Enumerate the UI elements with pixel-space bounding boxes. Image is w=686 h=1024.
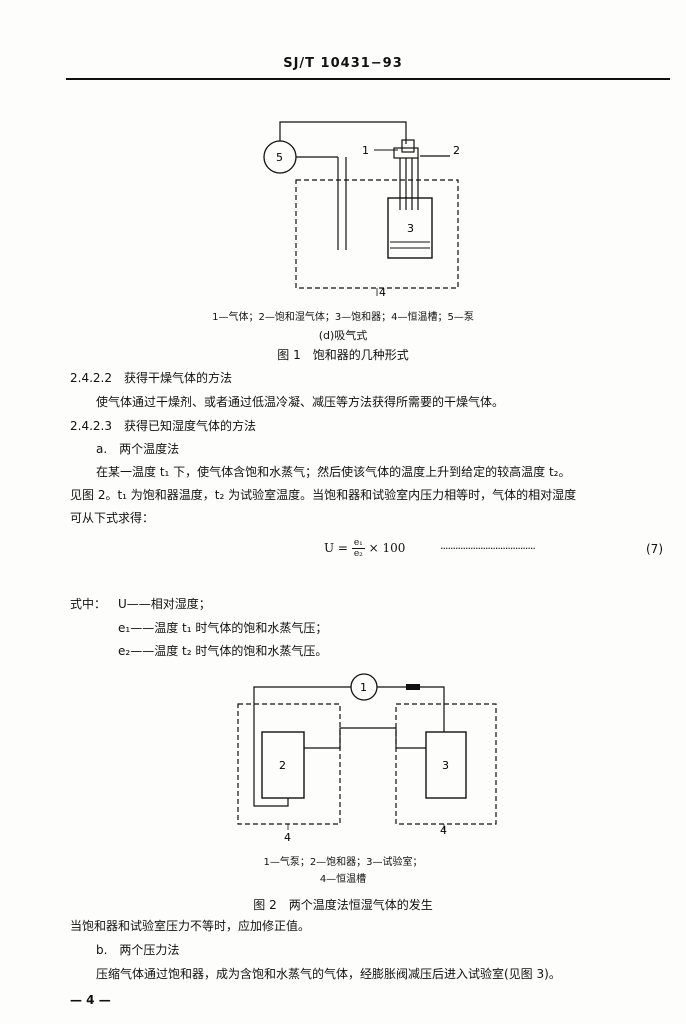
figure-1-caption: 图 1 饱和器的几种形式 [277, 348, 409, 362]
fig2-label-4-right: 4 [440, 824, 447, 837]
page-number: — 4 — [70, 993, 111, 1007]
fig2-thermostat-left [237, 703, 341, 825]
formula-denominator: e₂ [353, 549, 363, 559]
fig2-label-4-left: 4 [284, 831, 291, 844]
fig2-test-chamber [425, 731, 467, 799]
fig2-label-1: 1 [360, 681, 367, 694]
section-2-4-2-2-body: 使气体通过干燥剂、或者通过低温冷凝、减压等方法获得所需要的干燥气体。 [96, 395, 505, 409]
figure-1-legend: 1—气体；2—饱和湿气体；3—饱和器；4—恒温槽；5—泵 [212, 312, 474, 323]
formula-fraction: e₁ e₂ [351, 538, 365, 559]
section-2-4-2-2-heading: 2.4.2.2 获得干燥气体的方法 [70, 371, 232, 385]
where-intro: 式中： [70, 597, 107, 611]
fig2-label-2: 2 [279, 759, 286, 772]
paragraph-line-2: 见图 2。t₁ 为饱和器温度，t₂ 为试验室温度。当饱和器和试验室内压力相等时，… [70, 488, 577, 502]
figure-1-subcaption: (d)吸气式 [318, 329, 368, 342]
correction-note: 当饱和器和试验室压力不等时，应加修正值。 [70, 919, 311, 933]
formula-number: (7) [646, 542, 663, 556]
figure-2-diagram: 1 2 3 4 4 [237, 673, 497, 844]
fig1-label-4: 4 [379, 286, 386, 299]
formula-numerator: e₁ [351, 538, 365, 549]
fig1-label-5: 5 [276, 151, 283, 164]
fig1-label-1: 1 [362, 144, 369, 157]
fig2-saturator [261, 731, 305, 799]
fig1-label-3: 3 [407, 222, 414, 235]
section-2-4-2-3-heading: 2.4.2.3 获得已知湿度气体的方法 [70, 419, 256, 433]
where-def-e2: e₂——温度 t₂ 时气体的饱和水蒸气压。 [118, 644, 328, 658]
figure-2-caption: 图 2 两个温度法恒湿气体的发生 [253, 898, 433, 912]
item-b-heading: b. 两个压力法 [96, 943, 180, 957]
fig2-thermostat-right [395, 703, 497, 825]
formula-7: U = e₁ e₂ × 100 [324, 538, 405, 559]
figure-1-diagram: 1 2 3 4 5 [263, 121, 460, 299]
fig1-thermostat-bath [295, 179, 459, 289]
formula-leader: ······································ [440, 542, 536, 555]
where-def-u: U——相对湿度； [118, 597, 211, 611]
paragraph-line-1: 在某一温度 t₁ 下，使气体含饱和水蒸气；然后使该气体的温度上升到给定的较高温度… [96, 465, 571, 479]
where-def-e1: e₁——温度 t₁ 时气体的饱和水蒸气压； [118, 621, 328, 635]
document-header: SJ/T 10431−93 [283, 56, 403, 71]
header-rule [66, 78, 670, 80]
item-b-body: 压缩气体通过饱和器，成为含饱和水蒸气的气体，经膨胀阀减压后进入试验室(见图 3)… [96, 967, 561, 981]
figure-2-legend-line-1: 1—气泵；2—饱和器；3—试验室； [263, 857, 423, 868]
fig1-saturator [387, 197, 433, 259]
formula-lhs: U = [324, 541, 348, 555]
fig1-label-2: 2 [453, 144, 460, 157]
item-a-heading: a. 两个温度法 [96, 442, 180, 456]
formula-rhs: × 100 [368, 541, 406, 555]
paragraph-line-3: 可从下式求得： [70, 511, 155, 525]
fig2-label-3: 3 [442, 759, 449, 772]
figure-2-legend-line-2: 4—恒温槽 [319, 874, 367, 885]
